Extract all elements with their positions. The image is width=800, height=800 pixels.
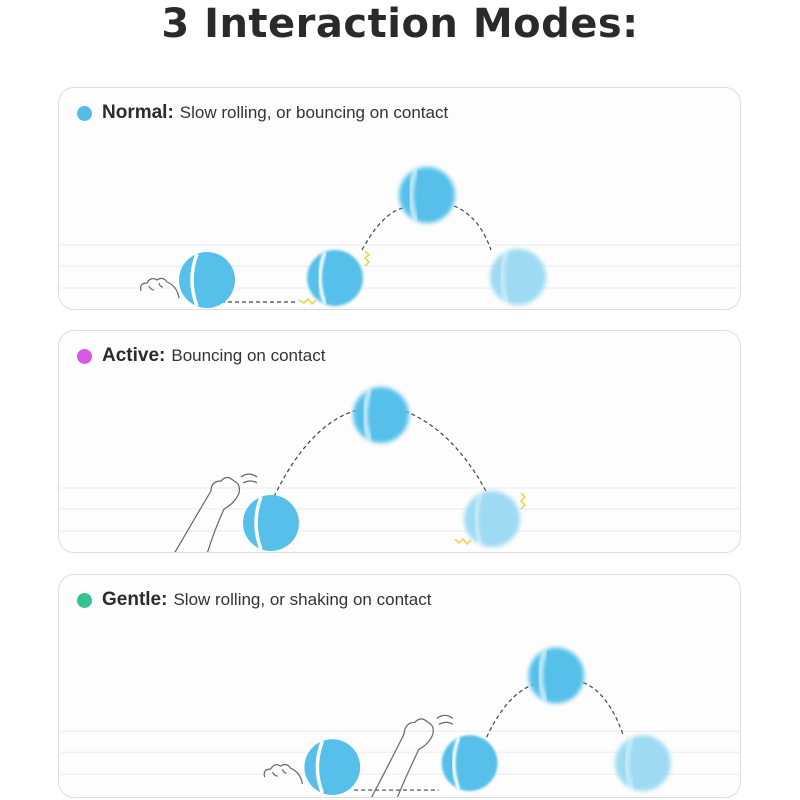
mode-name: Gentle: <box>102 589 168 610</box>
mode-card-normal: Normal: Slow rolling, or bouncing on con… <box>58 87 741 310</box>
ball-icon <box>441 735 498 792</box>
spark-icon <box>298 250 371 306</box>
bounce-path-icon <box>486 683 534 738</box>
ball-icon <box>528 647 585 704</box>
cat-paw-icon <box>140 277 180 299</box>
ball-icon <box>464 491 520 547</box>
mode-header-active: Active: Bouncing on contact <box>77 343 325 369</box>
cat-paw-icon <box>263 763 304 785</box>
mode-description: Bouncing on contact <box>171 346 326 365</box>
active-mode-dot <box>77 348 92 364</box>
mode-header-gentle: Gentle: Slow rolling, or shaking on cont… <box>77 587 431 613</box>
ball-icon <box>353 387 409 443</box>
gentle-scene <box>60 647 740 797</box>
mode-name: Normal: <box>102 102 174 123</box>
cat-paw-icon <box>370 714 454 797</box>
active-scene <box>59 387 740 552</box>
ball-icon <box>243 495 299 551</box>
normal-scene <box>59 167 740 308</box>
cat-paw-icon <box>174 473 258 552</box>
ball-icon <box>399 167 455 223</box>
page-title: 3 Interaction Modes: <box>161 1 639 47</box>
normal-mode-dot <box>77 105 92 121</box>
mode-description: Slow rolling, or shaking on contact <box>173 590 432 609</box>
mode-header-normal: Normal: Slow rolling, or bouncing on con… <box>77 100 448 126</box>
ball-icon <box>490 249 546 305</box>
ball-icon <box>307 250 363 306</box>
bounce-path-icon <box>582 681 624 735</box>
mode-name: Active: <box>102 345 166 366</box>
ball-icon <box>615 735 671 792</box>
bounce-path-icon <box>453 205 492 251</box>
bounce-path-icon <box>404 410 488 494</box>
mode-description: Slow rolling, or bouncing on contact <box>179 103 449 122</box>
ball-icon <box>304 739 361 796</box>
gentle-mode-dot <box>77 592 92 608</box>
mode-card-active: Active: Bouncing on contact <box>58 330 741 553</box>
mode-card-gentle: Gentle: Slow rolling, or shaking on cont… <box>58 574 741 798</box>
spark-icon <box>454 492 527 546</box>
ball-icon <box>179 252 235 308</box>
bounce-path-icon <box>270 408 362 504</box>
